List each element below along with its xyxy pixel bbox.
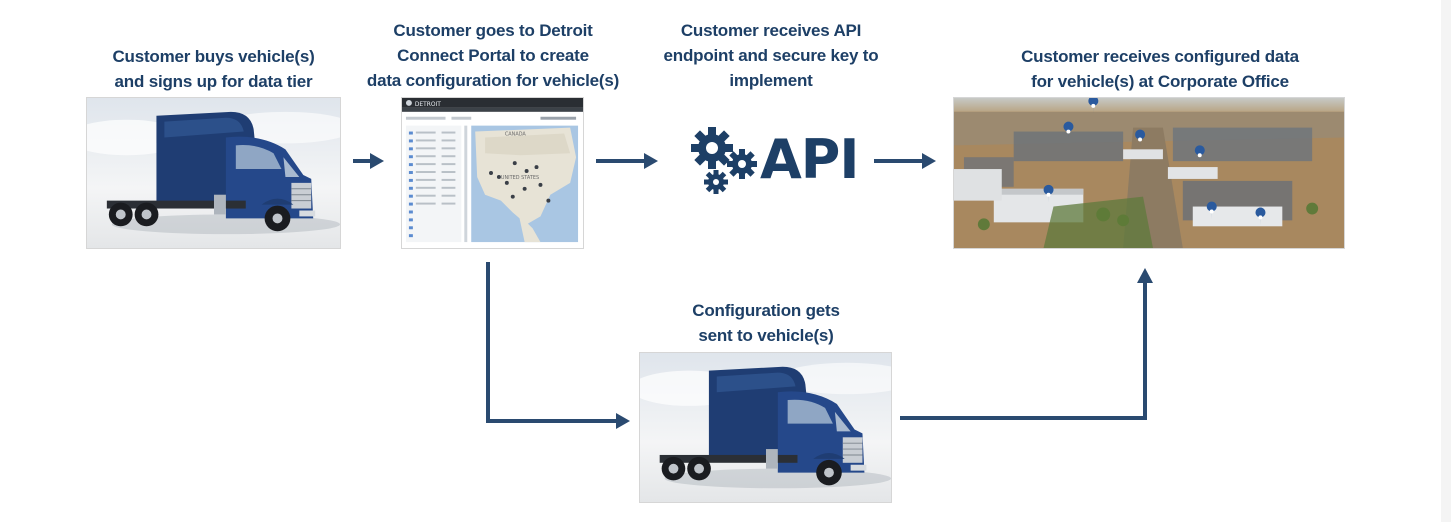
step-portal-caption: Customer goes to Detroit Connect Portal …	[352, 18, 634, 93]
truck-illustration-2	[640, 353, 891, 502]
arrow-portal-to-config	[486, 262, 616, 423]
corporate-office-aerial-photo	[953, 97, 1345, 249]
step-office-caption: Customer receives configured data for ve…	[990, 44, 1330, 94]
truck-photo	[86, 97, 341, 249]
step-api-line-2: endpoint and secure key to	[663, 46, 879, 65]
step-office-line-2: for vehicle(s) at Corporate Office	[1031, 72, 1289, 91]
map-label-us: UNITED STATES	[501, 175, 539, 181]
step-api-caption: Customer receives API endpoint and secur…	[640, 18, 902, 93]
step-buy-line-2: and signs up for data tier	[114, 72, 313, 91]
step-api-line-3: implement	[729, 71, 813, 90]
truck-photo-configured	[639, 352, 892, 503]
map-label-canada: CANADA	[505, 132, 527, 138]
aerial-illustration	[954, 98, 1344, 248]
step-api-line-1: Customer receives API	[680, 21, 862, 40]
step-buy-caption: Customer buys vehicle(s) and signs up fo…	[86, 44, 341, 94]
page-edge	[1441, 0, 1451, 522]
api-logo: API	[690, 126, 860, 196]
step-portal-line-1: Customer goes to Detroit	[393, 21, 593, 40]
step-config-line-2: sent to vehicle(s)	[698, 326, 834, 345]
step-office-line-1: Customer receives configured data	[1021, 47, 1299, 66]
api-logo-text: API	[760, 128, 859, 191]
gears-icon	[691, 127, 757, 194]
step-portal-line-3: data configuration for vehicle(s)	[366, 71, 620, 90]
truck-illustration	[87, 98, 340, 248]
arrow-config-to-office	[900, 282, 1147, 420]
portal-brand: DETROIT	[415, 102, 441, 108]
step-portal-line-2: Connect Portal to create	[397, 46, 589, 65]
map-markers	[489, 161, 551, 203]
step-config-caption: Configuration gets sent to vehicle(s)	[640, 298, 892, 348]
step-buy-line-1: Customer buys vehicle(s)	[112, 47, 315, 66]
portal-illustration: DETROIT	[402, 98, 583, 248]
step-config-line-1: Configuration gets	[692, 301, 840, 320]
portal-screenshot: DETROIT	[401, 97, 584, 249]
